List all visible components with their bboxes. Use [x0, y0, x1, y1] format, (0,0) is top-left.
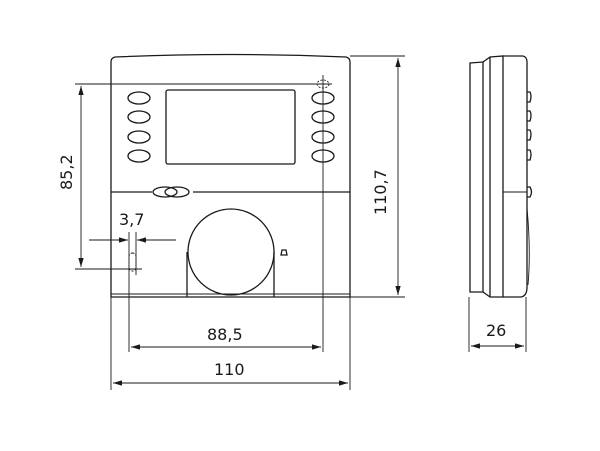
dial-knob [187, 208, 275, 296]
dim-mounting-height: 85,2 [57, 154, 76, 190]
front-view [110, 53, 351, 298]
side-buttons [527, 91, 533, 198]
dim-total-height: 110,7 [371, 169, 390, 215]
led-indicator [280, 249, 288, 256]
dim-depth: 26 [486, 321, 506, 340]
dim-total-width: 110 [214, 360, 245, 379]
side-view [468, 55, 533, 352]
slider-button [152, 186, 178, 198]
dimension-lines [75, 55, 405, 390]
dim-hole-width: 3,7 [119, 210, 144, 229]
mounting-hole-bottom [128, 252, 137, 272]
dim-mounting-width: 88,5 [207, 325, 243, 344]
left-buttons [127, 91, 151, 163]
display-screen [165, 89, 296, 165]
housing-outline [110, 53, 351, 298]
